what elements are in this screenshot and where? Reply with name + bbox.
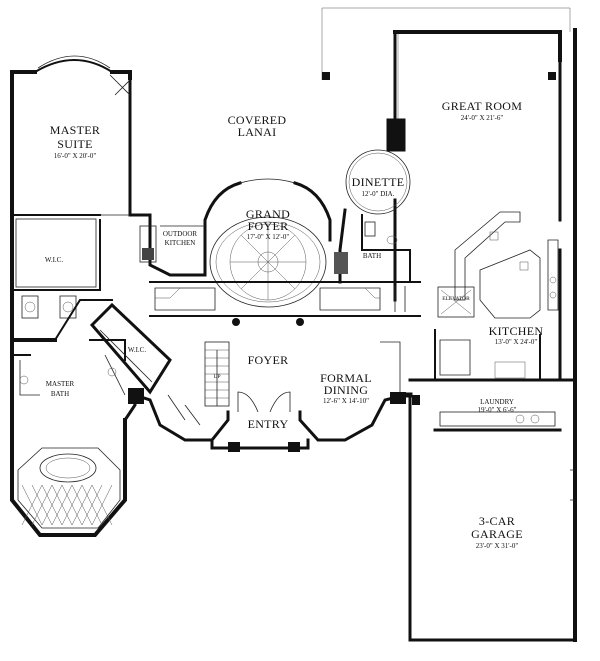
grand-foyer-label: GRAND xyxy=(246,207,290,221)
room-labels: MASTER SUITE 16'-0" X 20'-0" COVERED LAN… xyxy=(45,99,544,550)
covered-lanai-label: COVERED xyxy=(228,113,287,127)
outdoor-kitchen-label: OUTDOOR xyxy=(163,230,198,238)
outdoor-kitchen xyxy=(139,225,205,263)
formal-dining-label-2: DINING xyxy=(324,383,368,397)
grand-foyer-label-2: FOYER xyxy=(248,219,289,233)
grand-foyer-dims: 17'-0" X 12'-0" xyxy=(247,233,290,241)
dinette xyxy=(334,149,411,284)
garage-label: 3-CAR xyxy=(479,514,515,528)
outdoor-kitchen-label-2: KITCHEN xyxy=(165,239,196,247)
master-suite-label-2: SUITE xyxy=(57,137,93,151)
garage-label-2: GARAGE xyxy=(471,527,523,541)
formal-dining-label: FORMAL xyxy=(320,371,372,385)
formal-dining-dims: 12'-6" X 14'-10" xyxy=(323,397,369,405)
covered-lanai-label-2: LANAI xyxy=(238,125,277,139)
lower-wic xyxy=(89,302,172,404)
dinette-dims: 12'-0" DIA. xyxy=(362,190,395,198)
garage-dims: 23'-0" X 31'-0" xyxy=(476,542,519,550)
master-suite-interior xyxy=(11,74,131,342)
laundry-dims: 19'-0" X 6'-6" xyxy=(478,406,517,414)
great-room-label: GREAT ROOM xyxy=(442,99,522,113)
entry-label: ENTRY xyxy=(248,417,289,431)
wic-lower-label: W.I.C. xyxy=(128,346,146,354)
foyer-stair xyxy=(167,341,406,452)
master-bath-label-2: BATH xyxy=(51,390,69,398)
stair-up-label: UP xyxy=(213,374,220,380)
grand-foyer xyxy=(149,178,421,326)
kitchen-dims: 13'-0" X 24'-0" xyxy=(495,338,538,346)
master-suite-dims: 16'-0" X 20'-0" xyxy=(54,152,97,160)
elevator-label: ELEVATOR xyxy=(442,296,470,302)
bath-label: BATH xyxy=(363,252,381,260)
laundry-fixtures xyxy=(412,395,575,501)
kitchen-label: KITCHEN xyxy=(489,324,544,338)
master-bath-interior xyxy=(11,339,126,529)
master-suite-label: MASTER xyxy=(50,123,100,137)
wic-upper-label: W.I.C. xyxy=(45,256,63,264)
lanai-frame xyxy=(321,7,571,152)
tile-hatch xyxy=(21,484,113,526)
master-bath-label: MASTER xyxy=(46,380,75,388)
kitchen-fixtures xyxy=(434,211,559,381)
laundry-label: LAUNDRY xyxy=(480,398,514,406)
dinette-label: DINETTE xyxy=(352,175,405,189)
foyer-label: FOYER xyxy=(248,353,289,367)
great-room-dims: 24'-0" X 21'-6" xyxy=(461,114,504,122)
